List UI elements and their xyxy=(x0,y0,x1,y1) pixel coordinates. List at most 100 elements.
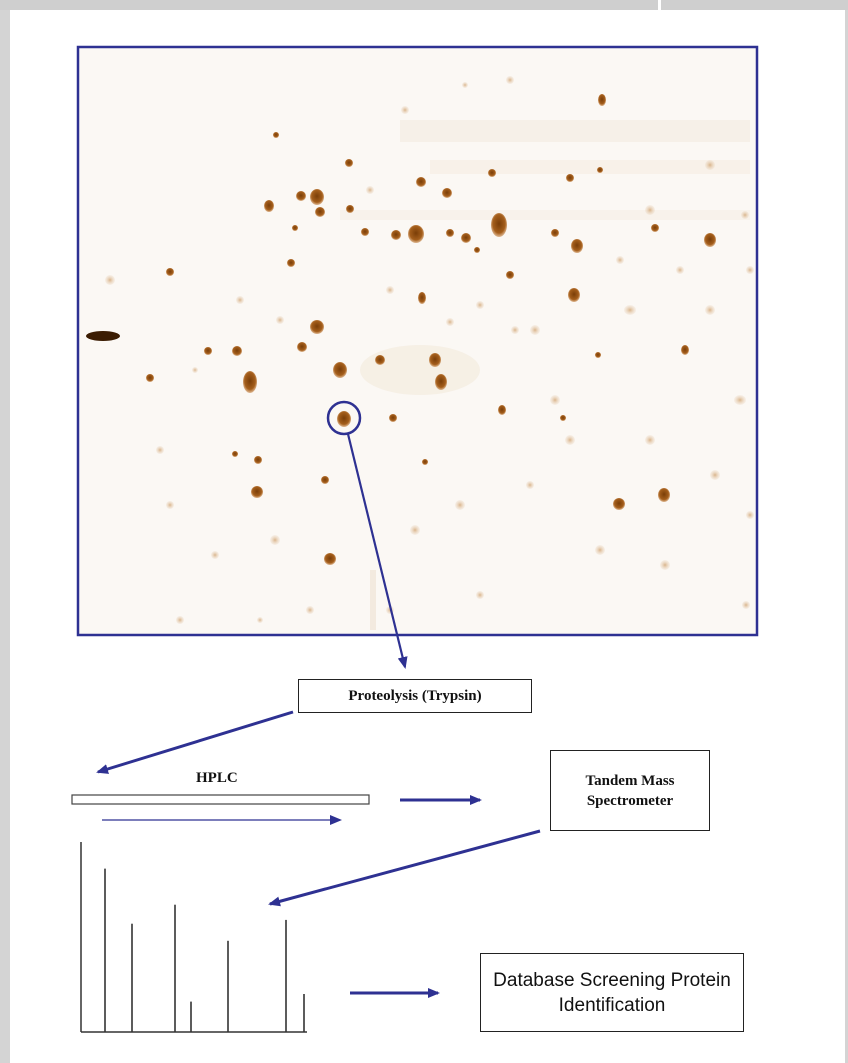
proteolysis-label: Proteolysis (Trypsin) xyxy=(348,687,482,704)
gel-spot-faint xyxy=(742,601,750,609)
gel-spot-faint xyxy=(276,316,284,324)
gel-spot xyxy=(297,342,307,352)
gel-spot-faint xyxy=(645,435,655,445)
gel-spot xyxy=(416,177,426,187)
gel-spot xyxy=(568,288,580,302)
gel-spot xyxy=(166,268,174,276)
gel-spot-faint xyxy=(386,286,394,294)
gel-spot xyxy=(204,347,212,355)
gel-spot xyxy=(321,476,329,484)
gel-spots xyxy=(105,76,754,624)
gel-spot-faint xyxy=(270,535,280,545)
gel-spot xyxy=(418,292,426,304)
gel-spot xyxy=(491,213,507,237)
gel-spot xyxy=(474,247,480,253)
gel-spot-faint xyxy=(211,551,219,559)
gel-spot xyxy=(498,405,506,415)
gel-spot xyxy=(461,233,471,243)
gel-spot xyxy=(346,205,354,213)
gel-spot-faint xyxy=(176,616,184,624)
gel-spot xyxy=(597,167,603,173)
gel-spot-faint xyxy=(446,318,454,326)
spectrum-peaks xyxy=(104,868,305,1032)
gel-streak-spot xyxy=(86,331,120,341)
gel-spot-faint xyxy=(595,545,605,555)
gel-spot-faint xyxy=(710,470,720,480)
gel-spot-faint xyxy=(526,481,534,489)
gel-spot-faint xyxy=(476,591,484,599)
gel-spot-faint xyxy=(746,511,754,519)
gel-spot-faint xyxy=(746,266,754,274)
gel-spot-faint xyxy=(401,106,409,114)
gel-spot-faint xyxy=(624,305,636,315)
gel-spot xyxy=(243,371,257,393)
database-box: Database Screening Protein Identificatio… xyxy=(480,953,744,1032)
top-frame-strip xyxy=(0,0,848,10)
gel-spot-faint xyxy=(565,435,575,445)
gel-spot-faint xyxy=(506,76,514,84)
gel-spot-faint xyxy=(462,82,468,88)
hplc-label: HPLC xyxy=(196,770,238,786)
gel-spot-faint xyxy=(366,186,374,194)
gel-spot-faint xyxy=(236,296,244,304)
gel-spot xyxy=(566,174,574,182)
gel-spot xyxy=(273,132,279,138)
gel-border xyxy=(76,45,759,637)
gel-spot xyxy=(506,271,514,279)
tandem-ms-label: Tandem Mass Spectrometer xyxy=(585,772,675,809)
gel-spot-faint xyxy=(156,446,164,454)
gel-spot-faint xyxy=(660,560,670,570)
arrow-icon xyxy=(96,710,294,774)
gel-spot-faint xyxy=(616,256,624,264)
gel-spot-faint xyxy=(476,301,484,309)
gel-smears xyxy=(340,120,750,630)
gel-spot-faint xyxy=(734,395,746,405)
gel-spot xyxy=(391,230,401,240)
gel-spot xyxy=(310,189,324,205)
gel-image xyxy=(76,45,759,637)
gel-spot xyxy=(446,229,454,237)
gel-spot xyxy=(287,259,295,267)
gel-spot-faint xyxy=(530,325,540,335)
gel-spot xyxy=(435,374,447,390)
database-label: Database Screening Protein Identificatio… xyxy=(493,969,731,1016)
gel-spot-faint xyxy=(192,367,198,373)
page-canvas: Proteolysis (Trypsin) HPLC Tandem Mass S… xyxy=(10,10,845,1063)
gel-spot xyxy=(375,355,385,365)
gel-spot xyxy=(488,169,496,177)
gel-spot xyxy=(324,553,336,565)
circle-outline-icon xyxy=(326,400,362,436)
gel-spot xyxy=(264,200,274,212)
gel-spot xyxy=(361,228,369,236)
gel-spot xyxy=(704,233,716,247)
gel-spot-faint xyxy=(645,205,655,215)
gel-spot xyxy=(232,346,242,356)
arrow-icon xyxy=(268,829,541,907)
gel-spot xyxy=(310,320,324,334)
gel-spot xyxy=(345,159,353,167)
gel-spot-faint xyxy=(676,266,684,274)
gel-spot xyxy=(232,451,238,457)
tandem-ms-box: Tandem Mass Spectrometer xyxy=(550,750,710,831)
gel-spot xyxy=(571,239,583,253)
gel-spot xyxy=(560,415,566,421)
mass-spectrum xyxy=(80,842,307,1033)
gel-spot xyxy=(422,459,428,465)
gel-spot xyxy=(408,225,424,243)
gel-spot xyxy=(681,345,689,355)
workflow-diagram xyxy=(71,45,759,1033)
gel-spot-faint xyxy=(306,606,314,614)
gel-spot xyxy=(296,191,306,201)
gel-spot xyxy=(389,414,397,422)
proteolysis-box: Proteolysis (Trypsin) xyxy=(298,679,532,713)
gel-spot-faint xyxy=(455,500,465,510)
gel-spot xyxy=(251,486,263,498)
gel-spot-faint xyxy=(705,160,715,170)
gel-spot xyxy=(442,188,452,198)
gel-spot xyxy=(333,362,347,378)
hplc-column xyxy=(71,794,370,805)
gel-spot-faint xyxy=(511,326,519,334)
gel-spot xyxy=(429,353,441,367)
gel-spot xyxy=(292,225,298,231)
gel-spot xyxy=(315,207,325,217)
